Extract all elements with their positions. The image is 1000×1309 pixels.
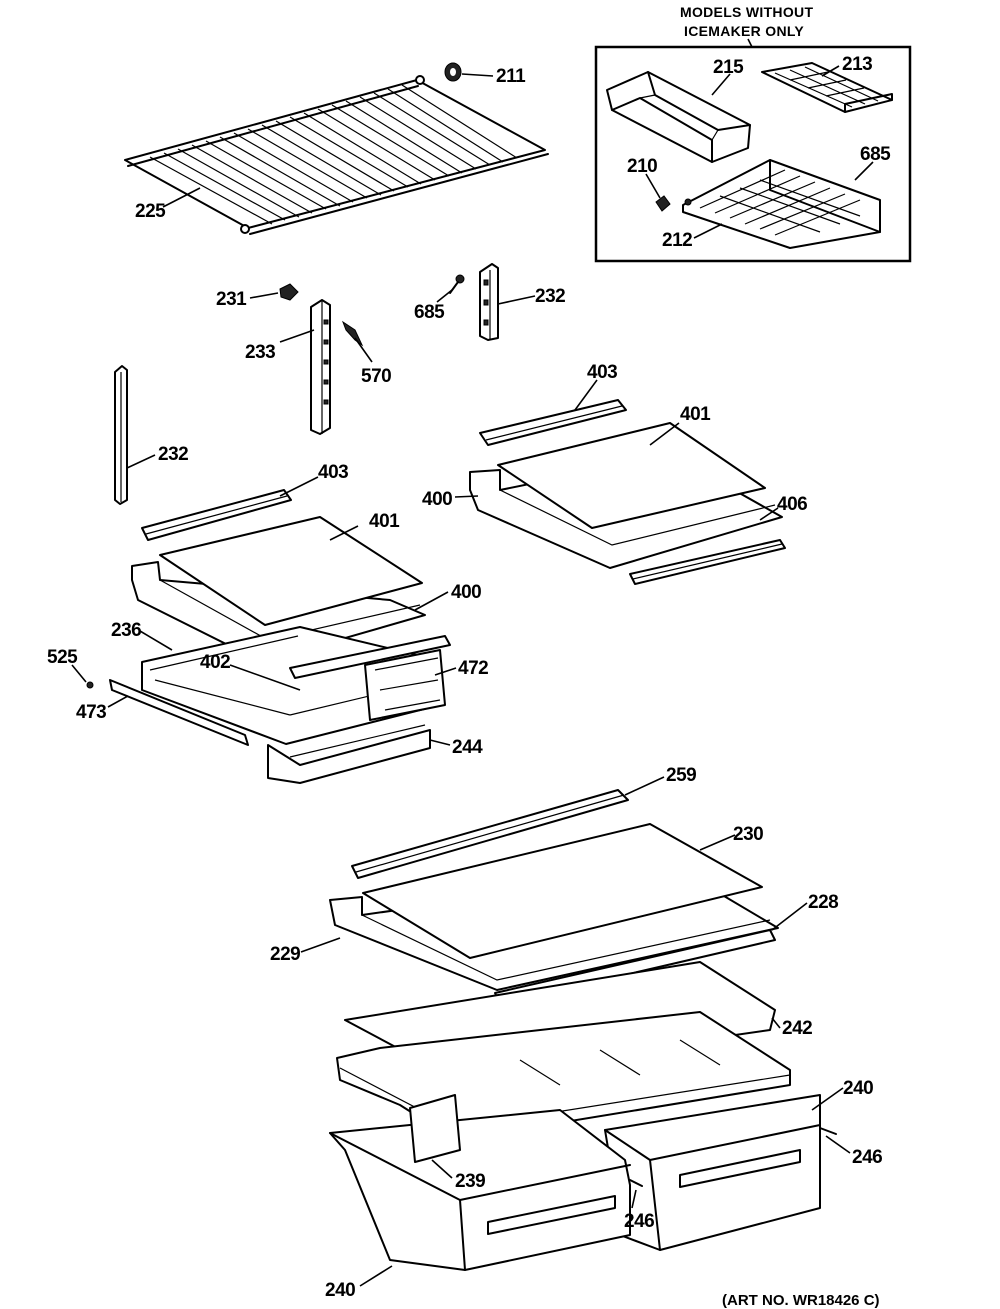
leader-lines [71, 65, 874, 1287]
label-229: 229 [270, 944, 300, 965]
part-570 [341, 320, 364, 347]
label-259: 259 [666, 765, 696, 786]
label-472: 472 [458, 658, 488, 679]
label-232-top: 232 [535, 286, 565, 307]
inset-frame [594, 45, 912, 263]
part-labels: 211 215 213 210 685 212 225 231 233 570 … [47, 54, 892, 1301]
ice-storage-tray-212 [682, 159, 881, 249]
label-246-right: 246 [852, 1147, 882, 1168]
icemaker-inset: MODELS WITHOUT ICEMAKER ONLY [594, 4, 912, 263]
label-225: 225 [135, 201, 166, 222]
label-212: 212 [662, 230, 692, 251]
part-231 [279, 283, 299, 301]
art-number: (ART NO. WR18426 C) [722, 1292, 880, 1309]
label-400-right: 400 [422, 489, 452, 510]
wire-shelf-225 [124, 75, 549, 235]
screw-525 [86, 681, 94, 689]
label-236: 236 [111, 620, 141, 641]
glass-shelf-left [86, 489, 451, 784]
label-239: 239 [455, 1171, 485, 1192]
label-401-right: 401 [680, 404, 711, 425]
glass-401-right [497, 422, 766, 529]
cap-211 [444, 62, 462, 82]
label-211: 211 [496, 66, 526, 87]
label-473: 473 [76, 702, 106, 723]
bin-handle-left [487, 1195, 616, 1235]
drawer-front-244 [267, 729, 431, 784]
label-402: 402 [200, 652, 230, 673]
shelf-ladder-233 [310, 299, 331, 435]
label-215: 215 [713, 57, 744, 78]
glass-230 [362, 823, 763, 959]
label-406: 406 [777, 494, 807, 515]
divider-239 [409, 1094, 461, 1163]
label-525: 525 [47, 647, 78, 668]
shelf-ladder-232-right [479, 263, 499, 341]
rail-473 [109, 679, 249, 746]
label-246-left: 246 [624, 1211, 654, 1232]
trim-403-right [479, 399, 627, 446]
label-400-left: 400 [451, 582, 481, 603]
inset-caption-line2: ICEMAKER ONLY [684, 23, 804, 39]
label-232-left: 232 [158, 444, 188, 465]
crisper-bin-left [329, 1109, 631, 1271]
label-685: 685 [414, 302, 445, 323]
label-570: 570 [361, 366, 391, 387]
rail-top [289, 635, 451, 679]
ice-tray-213 [761, 62, 893, 113]
label-231: 231 [216, 289, 247, 310]
label-401-left: 401 [369, 511, 400, 532]
inset-caption-line1: MODELS WITHOUT [680, 4, 813, 20]
label-244: 244 [452, 737, 483, 758]
label-403-right: 403 [587, 362, 617, 383]
label-240-right: 240 [843, 1078, 873, 1099]
glass-shelf-right [469, 399, 786, 585]
bin-handle-right [679, 1149, 801, 1188]
label-228: 228 [808, 892, 838, 913]
label-242: 242 [782, 1018, 812, 1039]
inset-caption-leader [747, 38, 753, 48]
glass-401-left [159, 516, 423, 626]
clip-210 [655, 195, 671, 212]
label-403-left: 403 [318, 462, 348, 483]
shelf-ladder-232-left [114, 365, 128, 505]
label-210: 210 [627, 156, 657, 177]
ice-bucket-215 [606, 71, 751, 163]
roller-246-right [819, 1127, 837, 1135]
label-240-left: 240 [325, 1280, 355, 1301]
label-213: 213 [842, 54, 872, 75]
crisper-assembly [329, 961, 837, 1271]
label-233: 233 [245, 342, 275, 363]
roller-246-left [629, 1179, 643, 1187]
label-685-inset: 685 [860, 144, 891, 165]
label-230: 230 [733, 824, 763, 845]
